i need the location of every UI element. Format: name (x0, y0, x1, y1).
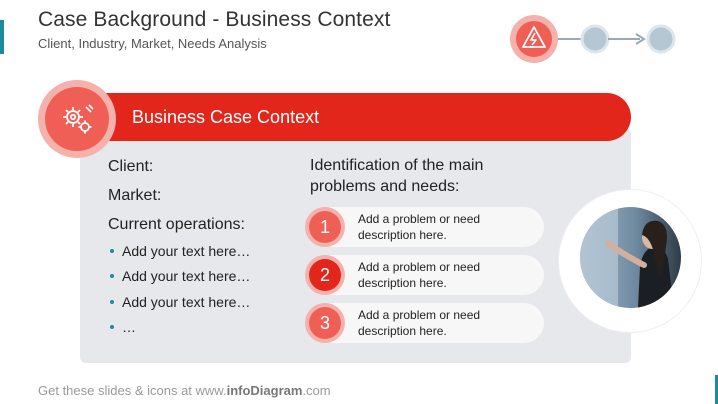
need-text-line1: Add a problem or need (358, 212, 481, 226)
client-label: Client: (108, 158, 154, 175)
need-text-1: Add a problem or need description here. (358, 211, 538, 243)
bullet-text: Add your text here… (122, 243, 251, 259)
need-number-badge-1: 1 (305, 207, 345, 247)
need-text-line2: description here. (358, 228, 447, 242)
need-item-2 (312, 255, 544, 295)
need-text-line1: Add a problem or need (358, 308, 481, 322)
need-text-line2: description here. (358, 276, 447, 290)
bullet-dot (110, 248, 114, 253)
need-item-1 (312, 207, 544, 247)
list-item: Add your text here… (108, 243, 250, 259)
bullet-text: Add your text here… (122, 268, 251, 284)
need-text-3: Add a problem or need description here. (358, 307, 538, 339)
list-item: Add your text here… (108, 268, 250, 284)
needs-heading: Identification of the main problems and … (310, 155, 550, 197)
need-number-2: 2 (309, 259, 341, 291)
need-text-line2: description here. (358, 324, 447, 338)
slide-edge-marker (0, 20, 4, 54)
footer-suffix: .com (302, 383, 331, 398)
need-number-badge-3: 3 (305, 303, 345, 343)
bullet-dot (110, 273, 114, 278)
footer-credit: Get these slides & icons at www.infoDiag… (38, 383, 331, 398)
list-item: Add your text here… (108, 294, 250, 310)
need-text-2: Add a problem or need description here. (358, 259, 538, 291)
needs-heading-line1: Identification of the main (310, 157, 484, 174)
lightning-warning-icon (522, 26, 546, 48)
need-item-3 (312, 303, 544, 343)
progress-step-2 (580, 24, 610, 54)
section-title: Business Case Context (132, 107, 320, 127)
list-item: … (108, 319, 136, 335)
need-text-line1: Add a problem or need (358, 260, 481, 274)
bullet-dot (110, 324, 114, 329)
market-label: Market: (108, 187, 162, 204)
need-number-3: 3 (309, 307, 341, 339)
progress-step-3 (646, 24, 676, 54)
footer-prefix: Get these slides & icons at www. (38, 383, 227, 398)
need-number-1: 1 (309, 211, 341, 243)
section-badge (45, 87, 109, 151)
progress-arrow-icon (635, 33, 646, 45)
progress-step-1 (516, 21, 552, 57)
need-number-badge-2: 2 (305, 255, 345, 295)
slide-edge-marker-right (715, 375, 718, 404)
gears-icon (63, 104, 94, 134)
bullet-text: Add your text here… (122, 294, 251, 310)
page-title: Case Background - Business Context (38, 8, 391, 31)
operations-label: Current operations: (108, 216, 245, 233)
section-banner (80, 93, 631, 141)
needs-heading-line2: problems and needs: (310, 178, 460, 195)
woman-writing-illustration (580, 207, 681, 308)
page-subtitle: Client, Industry, Market, Needs Analysis (38, 36, 267, 51)
progress-steps (510, 15, 676, 63)
person-photo (580, 207, 681, 308)
bullet-text: … (122, 319, 136, 335)
footer-brand[interactable]: infoDiagram (226, 383, 303, 398)
bullet-dot (110, 299, 114, 304)
